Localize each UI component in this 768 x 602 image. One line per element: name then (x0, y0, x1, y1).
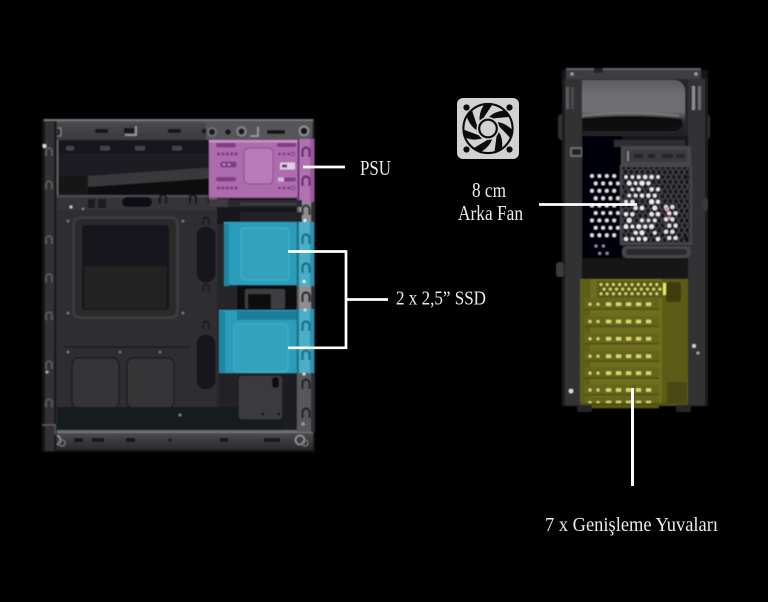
svg-text:7 x Genişleme Yuvaları: 7 x Genişleme Yuvaları (545, 514, 718, 536)
svg-text:Arka Fan: Arka Fan (458, 201, 523, 225)
svg-text:2 x 2,5” SSD: 2 x 2,5” SSD (396, 288, 486, 310)
svg-text:PSU: PSU (360, 156, 391, 180)
svg-text:8 cm: 8 cm (472, 178, 506, 202)
